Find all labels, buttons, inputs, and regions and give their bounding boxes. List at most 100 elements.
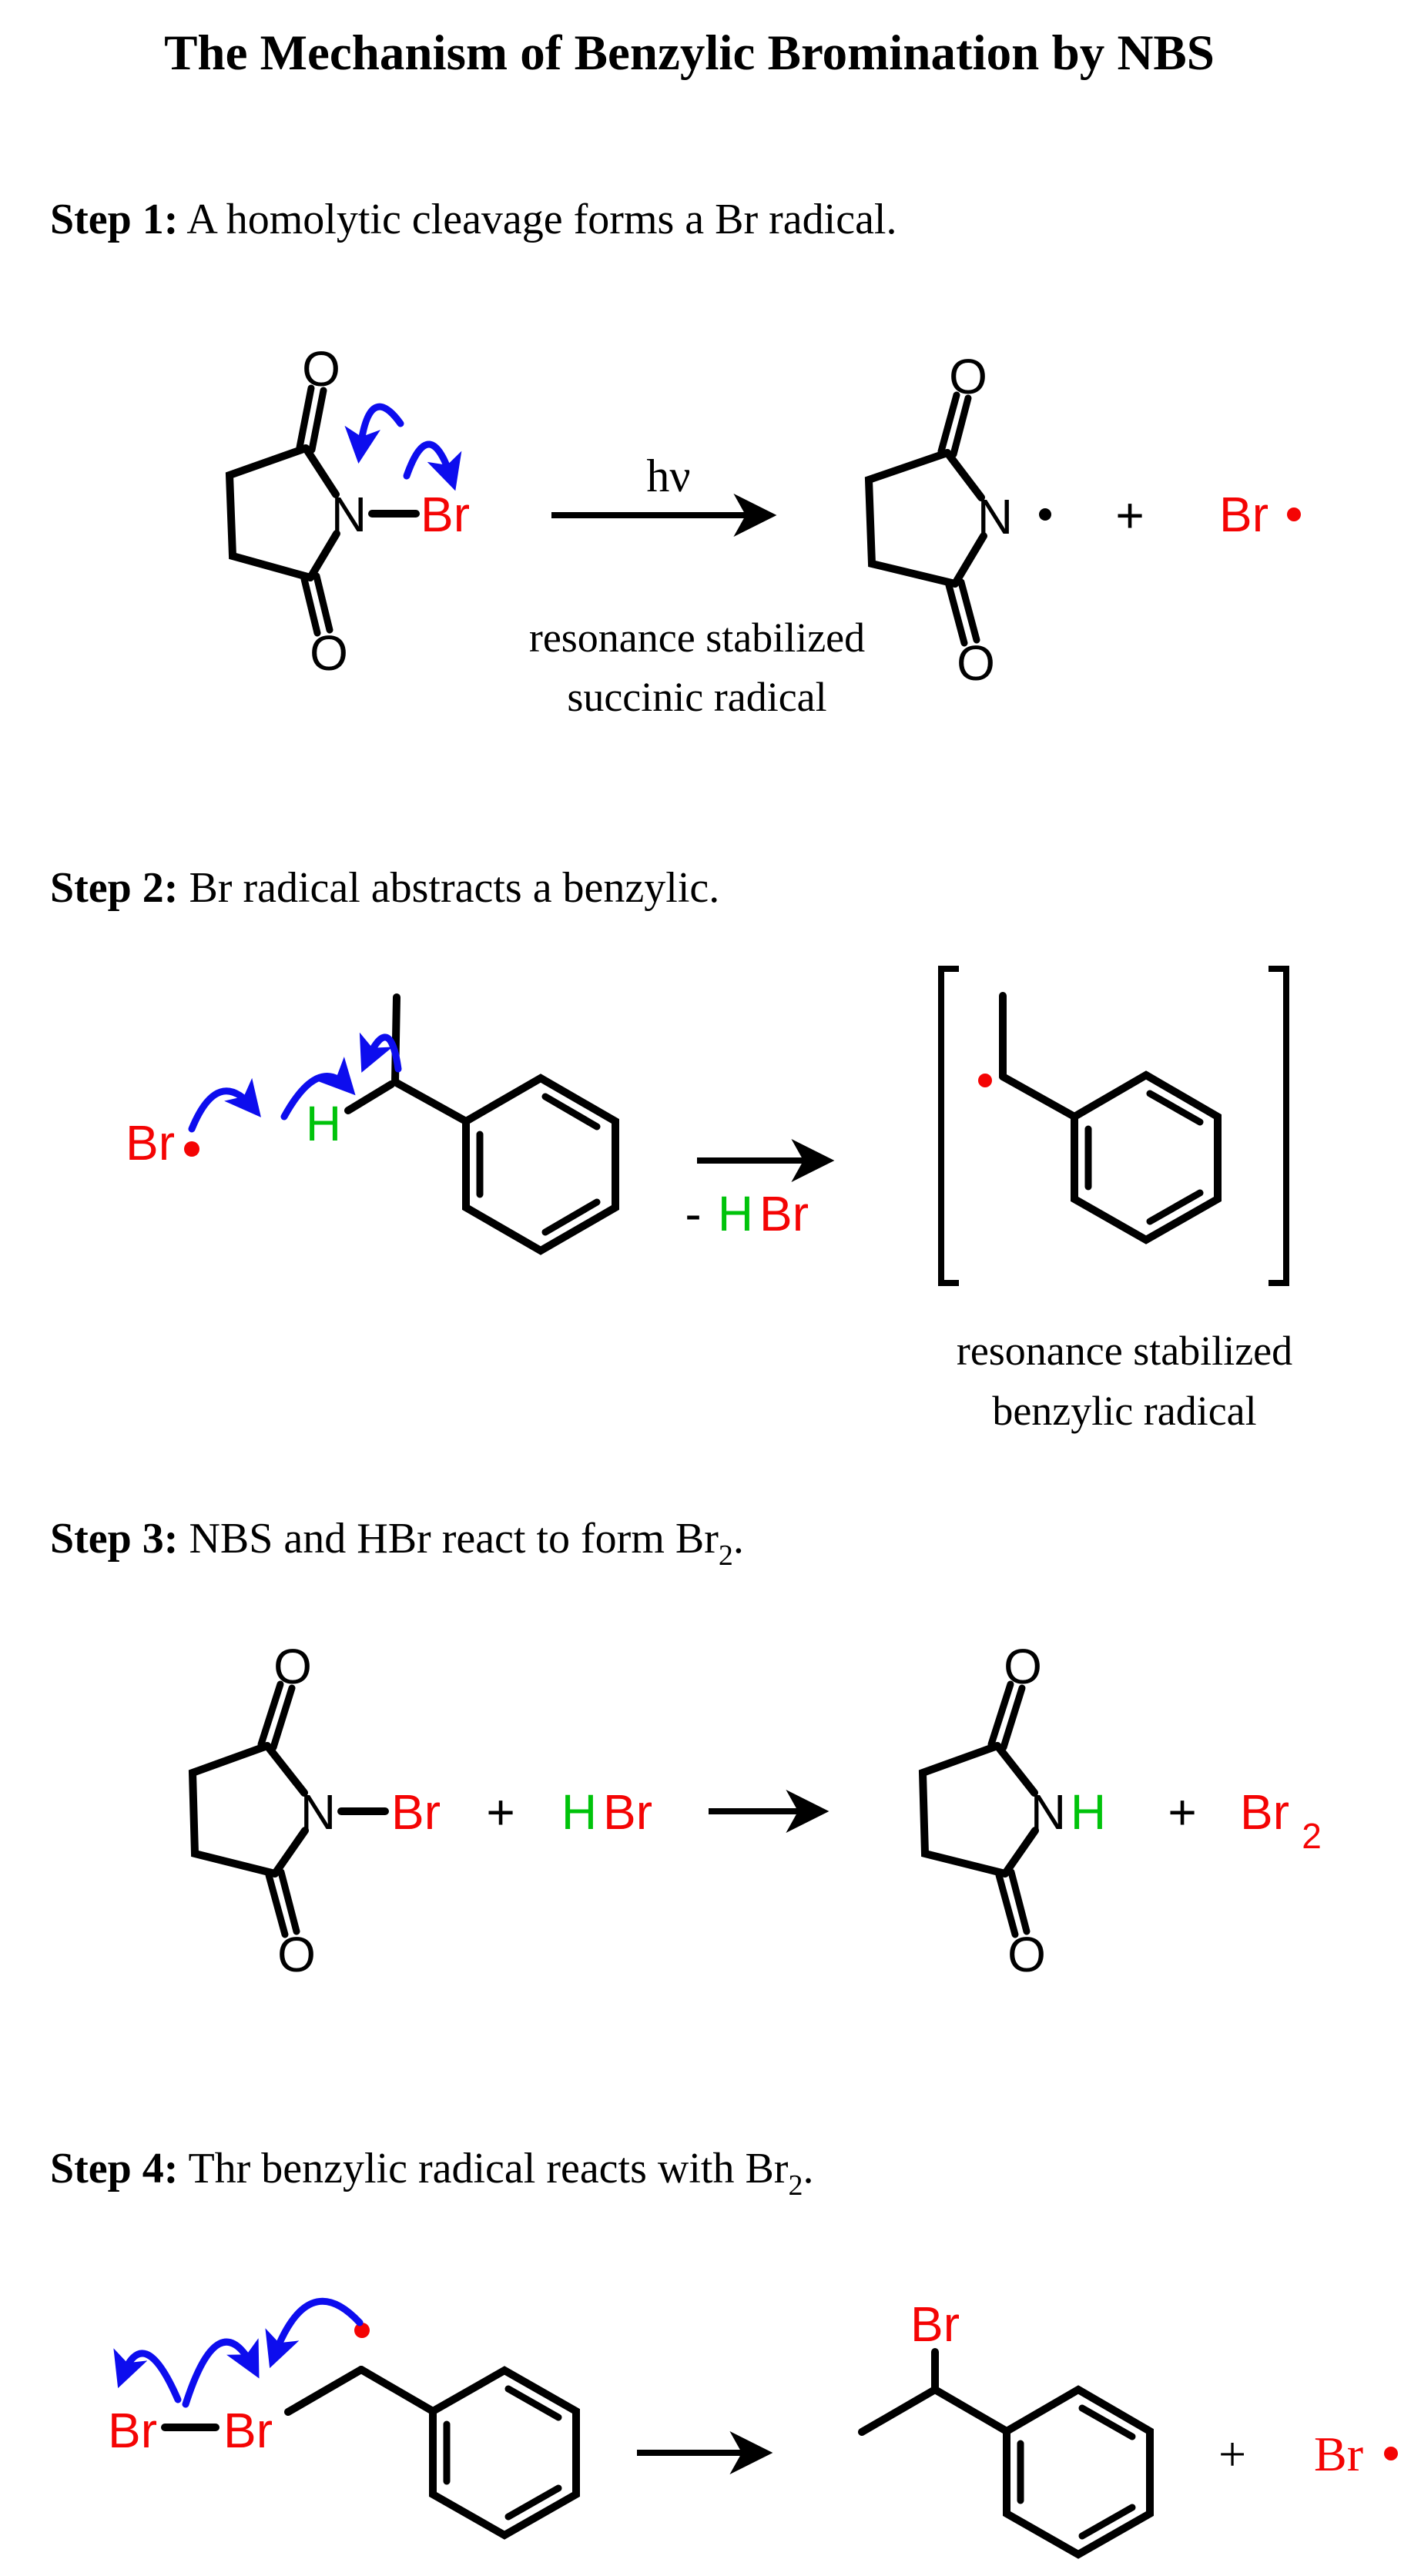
nitrogen-label: N [331, 487, 367, 542]
plus-sign: + [486, 1784, 514, 1840]
carbonyl-top-line2 [257, 1680, 284, 1748]
electron-pushing-arrow [344, 403, 404, 464]
succinimide-ring-bonds [864, 449, 959, 588]
c-phenyl-bond [999, 1073, 1078, 1121]
carbonyl-top-line2 [937, 391, 960, 455]
ring-bond-c2-n [263, 1742, 308, 1797]
step3-heading-text: NBS and HBr react to form Br [178, 1515, 719, 1563]
step2-reaction-arrow-group: - H Br [685, 1139, 835, 1241]
br2-label: Br [1240, 1784, 1289, 1840]
nh-nitrogen-label: N [1031, 1784, 1066, 1840]
ring-bond-c2-n [943, 449, 985, 501]
carbonyl-top-line1 [1000, 1684, 1026, 1751]
step3-succinimide-molecule: O O N H [918, 1639, 1106, 1982]
electron-pushing-arrow [188, 1077, 261, 1133]
step3-hbr-molecule: H Br [561, 1784, 652, 1840]
succinimide-ring-bonds [918, 1742, 1009, 1878]
electron-pushing-arrow [182, 2338, 260, 2408]
step3-heading-suffix: . [733, 1515, 744, 1563]
page-title: The Mechanism of Benzylic Bromination by… [164, 25, 1215, 81]
bromine-label: Br [223, 2403, 273, 2458]
step2-caption-line1: resonance stabilized [957, 1328, 1292, 1374]
carbonyl-bottom-line1 [300, 575, 321, 637]
oxygen-label: O [1007, 1927, 1046, 1982]
carbonyl-top-line1 [308, 387, 327, 454]
benzylic-hydrogen-label: H [306, 1096, 341, 1151]
step2-bromine-radical: Br [126, 1115, 199, 1171]
nitrogen-label: N [977, 489, 1013, 544]
ring-bond-c2-n [994, 1742, 1038, 1797]
electron-pushing-arrow [359, 1032, 402, 1073]
c-h-bond [344, 1080, 395, 1114]
br2-subscript: 2 [1302, 1816, 1322, 1856]
step3-nbs-molecule: O O N Br [188, 1639, 441, 1982]
benzene-ring [1071, 1070, 1222, 1244]
step1-succinimidyl-radical: O O N [864, 349, 1051, 691]
step4-heading-subscript: 2 [788, 2169, 803, 2202]
benzylic-radical-dot [978, 1074, 992, 1087]
benzene-double-bond [504, 2385, 562, 2421]
carbonyl-bottom-line2 [313, 572, 333, 634]
step1-bromine-radical: Br [1219, 487, 1301, 542]
step2-heading-text: Br radical abstracts a benzylic. [178, 864, 719, 912]
step1-heading: Step 1: A homolytic cleavage forms a Br … [50, 196, 897, 243]
carbonyl-top-line2 [296, 384, 315, 451]
step4-heading: Step 4: Thr benzylic radical reacts with… [50, 2145, 813, 2202]
bromine-label: Br [421, 487, 470, 542]
step1-nbs-molecule: O O N Br [225, 341, 470, 681]
hbr-bromine-label: Br [759, 1186, 809, 1241]
bromine-label: Br [910, 2296, 960, 2352]
succinimide-ring-bonds [188, 1742, 279, 1878]
bromine-radical-dot [184, 1141, 199, 1157]
oxygen-label: O [273, 1639, 312, 1694]
carbonyl-bottom-line2 [277, 1868, 300, 1935]
benzylic-radical-dot [354, 2323, 370, 2338]
electron-pushing-arrow [113, 2348, 182, 2403]
carbonyl-top-line1 [950, 394, 972, 458]
bromine-label: Br [1314, 2427, 1363, 2481]
bromine-label: Br [108, 2403, 157, 2458]
oxygen-label: O [310, 625, 348, 681]
bromine-label: Br [126, 1115, 175, 1171]
plus-sign: + [1168, 1784, 1196, 1840]
electron-pushing-arrow [265, 2297, 364, 2369]
bromine-radical-dot [1384, 2447, 1398, 2460]
minus-sign: - [685, 1186, 701, 1241]
oxygen-label: O [302, 341, 340, 397]
ring-bond-c5-n [271, 1827, 309, 1878]
benzene-double-bond [541, 1198, 601, 1236]
methyl-bond [284, 2366, 365, 2416]
nitrogen-label: N [300, 1784, 336, 1840]
light-condition-label: hν [646, 451, 690, 501]
step2-caption-line2: benzylic radical [992, 1388, 1256, 1434]
benzene-double-bond [541, 1093, 601, 1131]
step4-heading-suffix: . [803, 2145, 813, 2192]
c-phenyl-bond [357, 2366, 437, 2415]
electron-pushing-arrow [403, 440, 462, 491]
ring-bond-c5-n [1001, 1827, 1039, 1878]
bromine-radical-dot [1287, 507, 1301, 521]
right-bracket [1269, 966, 1289, 1286]
oxygen-label: O [1004, 1639, 1042, 1694]
plus-sign: + [1115, 487, 1144, 543]
benzene-double-bond [1078, 2504, 1136, 2540]
electron-pushing-arrow [280, 1057, 356, 1121]
benzene-ring [1003, 2385, 1154, 2559]
step4-bromide-product-molecule: Br [858, 2296, 1154, 2559]
oxygen-label: O [277, 1927, 316, 1982]
benzene-double-bond [1078, 2404, 1136, 2440]
benzene-double-bond [1146, 1090, 1204, 1126]
step4-benzylic-radical-molecule [113, 2297, 580, 2540]
step3-heading-subscript: 2 [719, 1539, 733, 1572]
ring-bond-c5-n [951, 532, 987, 588]
step1-heading-text: A homolytic cleavage forms a Br radical. [178, 196, 897, 243]
step3-br2-molecule: Br 2 [1240, 1784, 1322, 1856]
oxygen-label: O [949, 349, 987, 404]
methyl-bond [858, 2386, 939, 2436]
hbr-hydrogen-label: H [561, 1784, 597, 1840]
step1-reaction-arrow-group: hν [551, 451, 777, 537]
step3-heading: Step 3: NBS and HBr react to form Br2. [50, 1515, 744, 1572]
bromine-label: Br [391, 1784, 441, 1840]
benzene-double-bond [504, 2484, 562, 2521]
